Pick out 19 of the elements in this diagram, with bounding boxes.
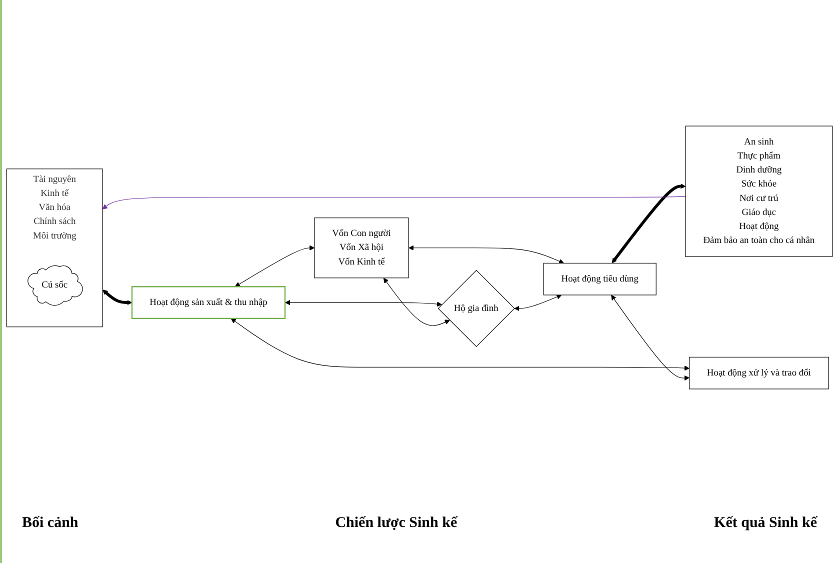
section-label: Chiến lược Sinh kế xyxy=(335,515,458,532)
arrow xyxy=(611,294,690,381)
node-box: Vốn Con người Vốn Xã hội Vốn Kinh tế xyxy=(314,218,409,278)
section-label: Kết quả Sinh kế xyxy=(714,515,817,532)
arrow xyxy=(230,318,690,371)
arrow xyxy=(285,300,442,307)
arrow xyxy=(612,184,686,264)
section-label: Bối cảnh xyxy=(22,515,78,532)
arrow xyxy=(514,294,562,312)
arrow xyxy=(102,196,686,210)
node-box: An sinh Thực phẩm Dinh dưỡng Sức khỏe Nơi cư trú Giáo dục Hoạt động Đảm bảo an toàn cho cá nhân xyxy=(685,126,833,257)
node-box: Hoạt động tiêu dùng xyxy=(543,262,656,296)
arrow xyxy=(383,278,450,326)
arrow xyxy=(102,290,132,306)
node-diamond: Hộ gia đình xyxy=(438,270,515,347)
node-box: Hoạt động xử lý và trao đổi xyxy=(688,356,829,390)
arrow xyxy=(408,245,564,264)
arrow xyxy=(234,245,315,287)
node-box: Hoạt động sản xuất & thu nhập xyxy=(131,286,286,320)
